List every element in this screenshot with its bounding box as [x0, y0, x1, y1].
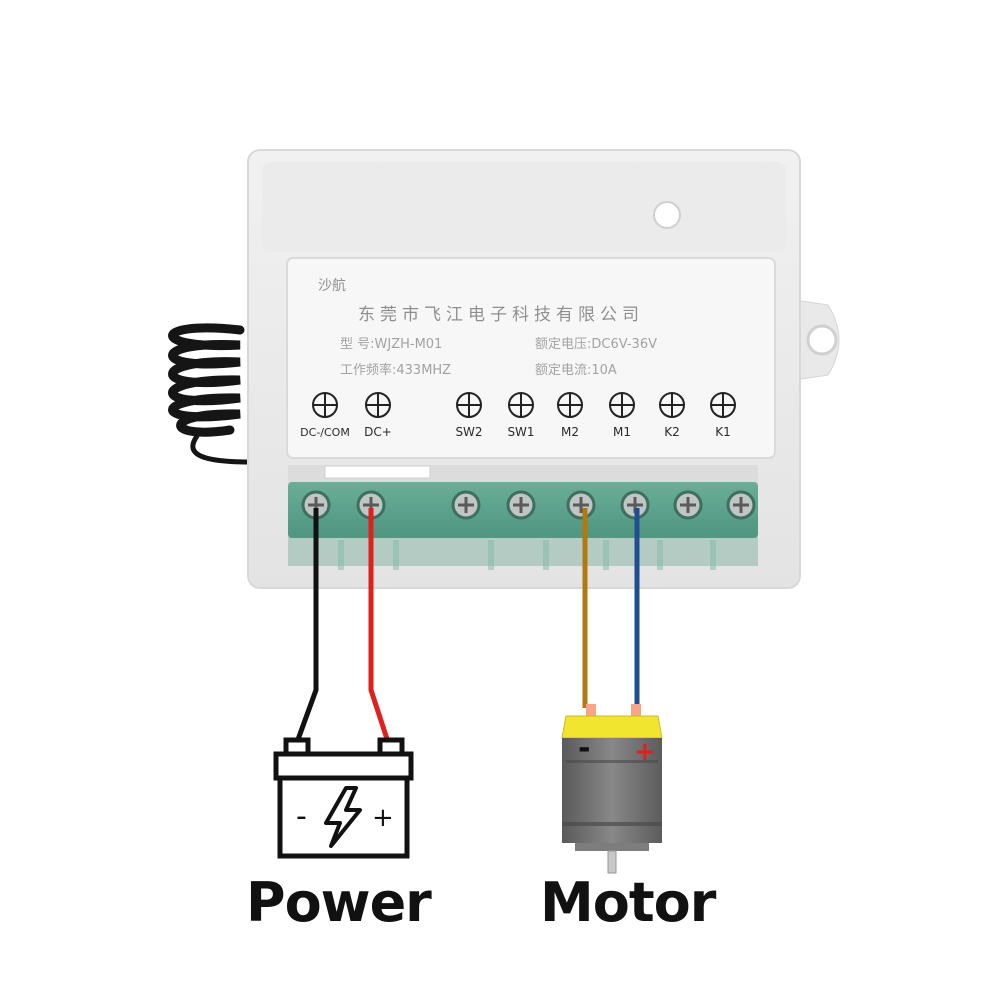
terminal-label-k1: K1 [715, 425, 731, 439]
terminal-symbol-sw1: SW1 [507, 392, 535, 439]
terminal-screw-k2[interactable] [673, 490, 703, 520]
terminal-symbol-sw2: SW2 [455, 392, 483, 439]
lightning-bolt-icon [324, 786, 362, 848]
terminal-label-dc-plus: DC+ [364, 425, 392, 439]
terminal-symbol-dc-plus: DC+ [364, 392, 392, 439]
power-caption: Power [246, 871, 432, 934]
battery-minus: - [296, 799, 307, 834]
battery-plus: + [372, 803, 394, 833]
brand-text: 沙航 [318, 278, 346, 294]
voltage-text: 额定电压:DC6V-36V [535, 337, 657, 352]
terminal-screw-m2[interactable] [566, 490, 596, 520]
terminal-label-sw1: SW1 [507, 425, 534, 439]
battery-icon: - + [273, 737, 414, 859]
terminal-screw-k1[interactable] [726, 490, 756, 520]
terminal-label-k2: K2 [664, 425, 680, 439]
current-text: 额定电流:10A [535, 363, 617, 378]
motor-caption: Motor [540, 871, 716, 934]
mounting-tab [794, 299, 840, 381]
terminal-symbol-m2: M2 [557, 392, 583, 439]
wires [293, 508, 640, 746]
terminal-block [288, 465, 758, 570]
indicator-led [653, 201, 681, 229]
black-wire [293, 508, 319, 746]
company-text: 东莞市飞江电子科技有限公司 [358, 305, 644, 325]
terminal-screw-sw1[interactable] [506, 490, 536, 520]
terminal-label-dc-com: DC-/COM [300, 426, 350, 439]
red-wire [368, 508, 392, 746]
model-text: 型 号:WJZH-M01 [340, 337, 442, 352]
frequency-text: 工作频率:433MHZ [340, 362, 451, 378]
terminal-label-m1: M1 [613, 425, 631, 439]
terminal-symbol-k2: K2 [659, 392, 685, 439]
motor-minus: - [578, 731, 590, 766]
dc-motor: - + [561, 704, 663, 874]
terminal-screw-sw2[interactable] [451, 490, 481, 520]
product-label: 沙航 东莞市飞江电子科技有限公司 型 号:WJZH-M01 额定电压:DC6V-… [286, 257, 776, 459]
motor-plus: + [634, 737, 656, 767]
antenna-coil [168, 323, 251, 465]
terminal-label-m2: M2 [561, 425, 579, 439]
terminal-symbol-m1: M1 [609, 392, 635, 439]
terminal-symbol-k1: K1 [710, 392, 736, 439]
terminal-label-sw2: SW2 [455, 425, 482, 439]
terminal-symbol-dc-com: DC-/COM [300, 392, 350, 439]
